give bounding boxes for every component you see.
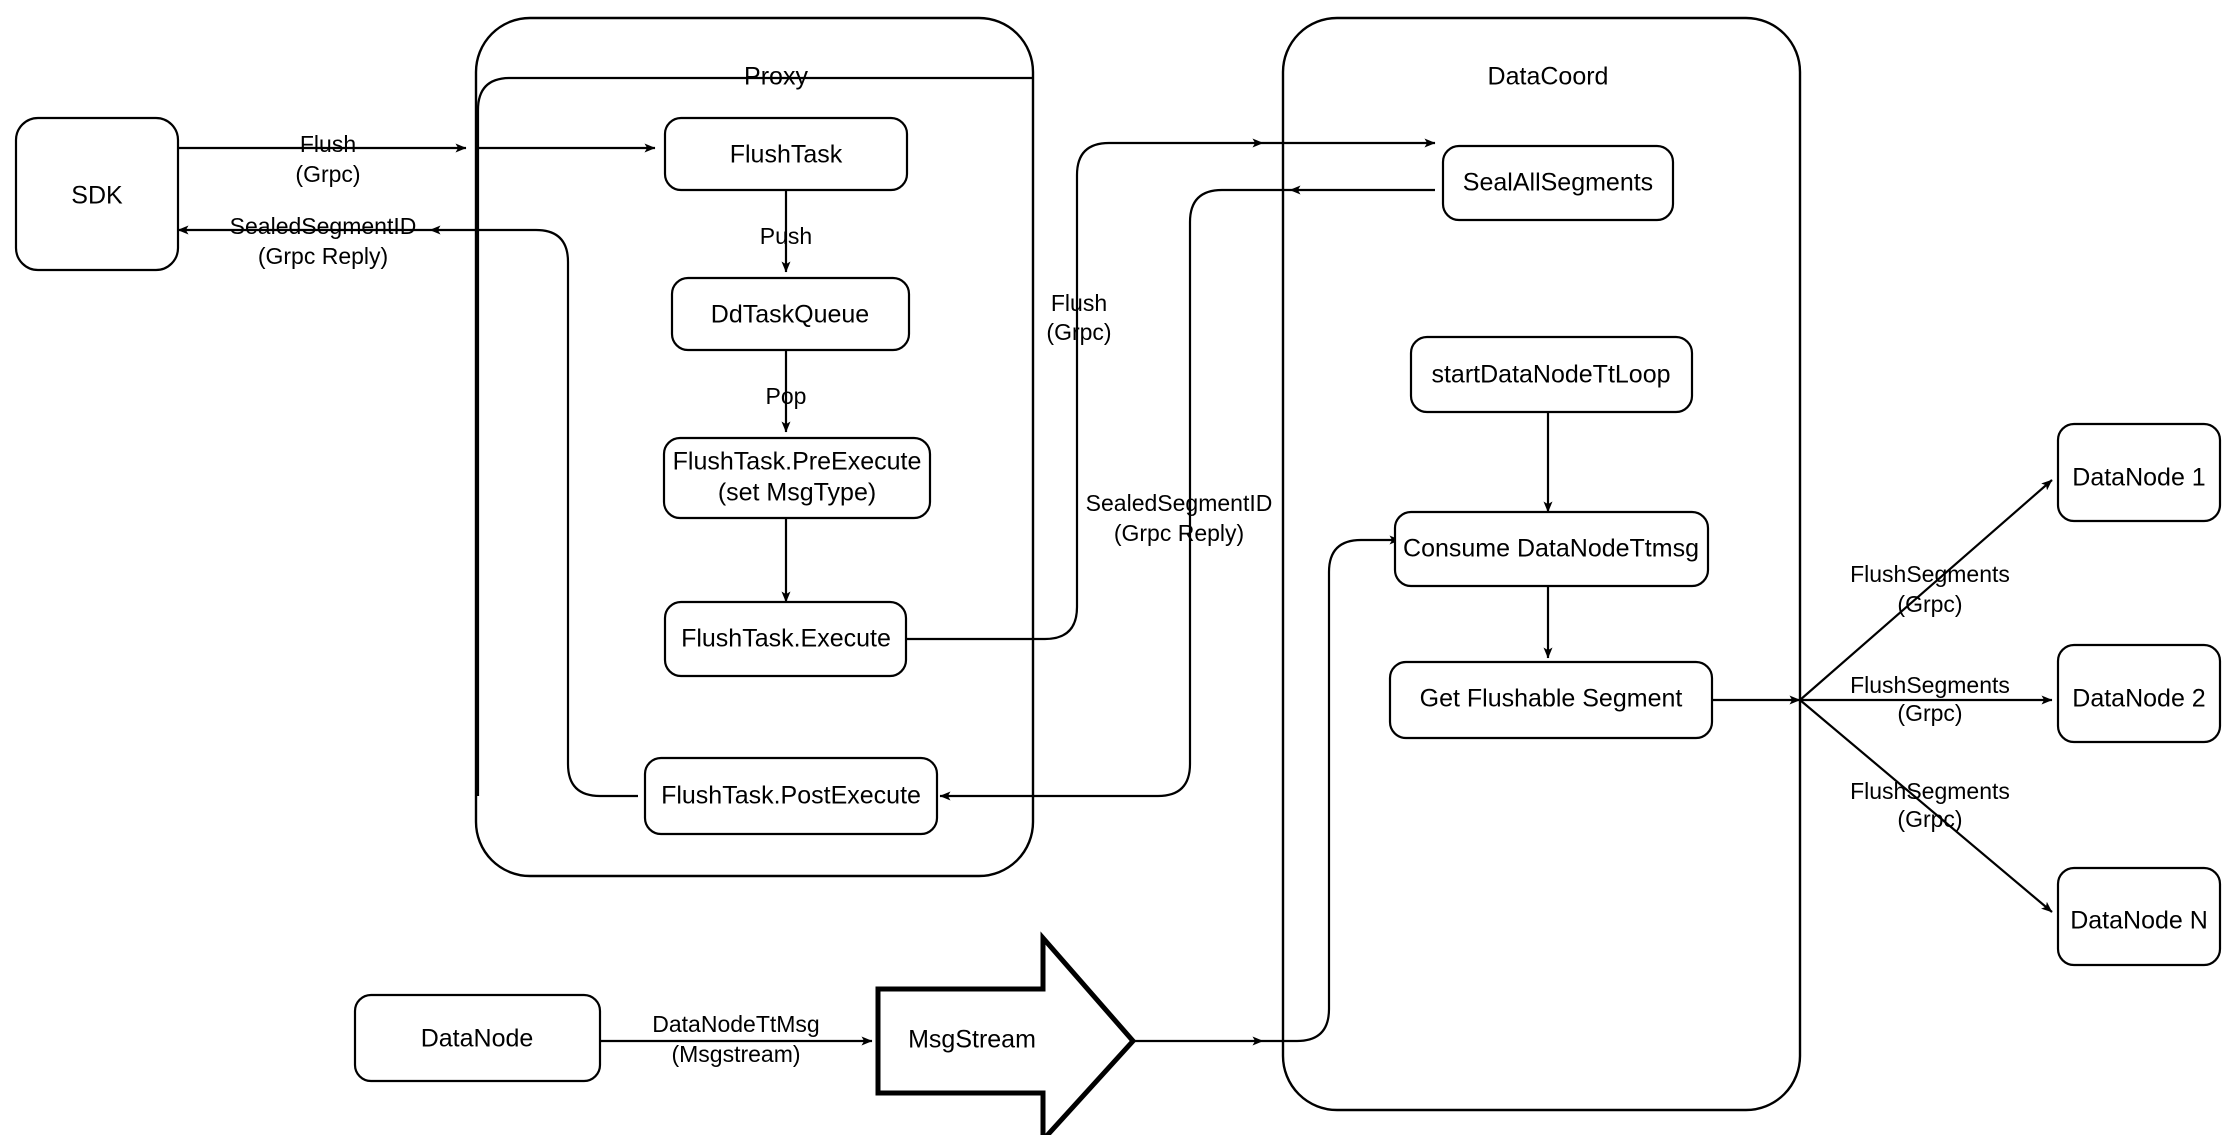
datanode-bottom-box[interactable] <box>353 993 602 1083</box>
flush-task-label: FlushTask <box>730 141 843 169</box>
msgstream-label: MsgStream <box>908 1026 1036 1054</box>
datanode-n-label: DataNode N <box>2070 907 2208 935</box>
get-flushable-segment-box[interactable] <box>1388 660 1714 740</box>
dd-task-queue-box[interactable] <box>670 276 911 352</box>
node-dd-task-queue[interactable]: DdTaskQueue <box>670 276 911 352</box>
flush-segments-n-line2: (Grpc) <box>1897 806 1962 832</box>
flush-segments-n-line1: FlushSegments <box>1850 778 2010 804</box>
flush-task-postexecute-label: FlushTask.PostExecute <box>661 782 921 810</box>
flush-task-preexecute-label-line1: FlushTask.PreExecute <box>673 448 922 476</box>
node-flush-task[interactable]: FlushTask <box>663 116 909 192</box>
consume-datanode-ttmsg-box[interactable] <box>1393 510 1710 588</box>
edge-fanout-to-datanode-n <box>1799 699 2053 913</box>
datacoord-proxy-reply-line1: SealedSegmentID <box>1086 490 1273 516</box>
sdk-box[interactable] <box>14 116 180 272</box>
edge-postexecute-to-sdk <box>429 225 638 798</box>
edge-label-flush-segments-n: FlushSegments (Grpc) <box>1850 778 2010 832</box>
flush-segments-1-line1: FlushSegments <box>1850 561 2010 587</box>
flush-segments-2-line1: FlushSegments <box>1850 672 2010 698</box>
sealed-segment-id-line2: (Grpc Reply) <box>258 243 388 269</box>
flush-grpc-line2: (Grpc) <box>295 161 360 187</box>
node-start-datanode-tt-loop[interactable]: startDataNodeTtLoop <box>1409 335 1694 414</box>
node-seal-all-segments[interactable]: SealAllSegments <box>1441 144 1675 222</box>
flush-task-postexecute-box[interactable] <box>643 756 939 836</box>
datanode-ttmsg-line2: (Msgstream) <box>671 1041 800 1067</box>
node-flush-task-preexecute[interactable]: FlushTask.PreExecute (set MsgType) <box>662 436 932 520</box>
datanode-1-label: DataNode 1 <box>2072 464 2205 492</box>
flush-segments-1-line2: (Grpc) <box>1897 591 1962 617</box>
proxy-container-label: Proxy <box>744 63 808 91</box>
sealed-segment-id-line1: SealedSegmentID <box>230 213 417 239</box>
edge-proxy-left-rail <box>476 76 1033 796</box>
seal-all-segments-label: SealAllSegments <box>1463 169 1653 197</box>
edge-label-push: Push <box>760 223 812 249</box>
edge-label-datacoord-to-proxy-reply: SealedSegmentID (Grpc Reply) <box>1086 490 1273 546</box>
flush-task-execute-label: FlushTask.Execute <box>681 625 891 653</box>
node-consume-datanode-ttmsg[interactable]: Consume DataNodeTtmsg <box>1393 510 1710 588</box>
get-flushable-segment-label: Get Flushable Segment <box>1420 685 1683 713</box>
edge-label-proxy-to-datacoord-flush: Flush (Grpc) <box>1046 290 1111 345</box>
node-msgstream[interactable]: MsgStream <box>875 931 1137 1135</box>
edge-label-pop: Pop <box>766 383 807 409</box>
edge-fanout-to-datanode-1 <box>1799 479 2053 701</box>
node-datanode-n[interactable]: DataNode N <box>2056 866 2222 967</box>
start-datanode-tt-loop-label: startDataNodeTtLoop <box>1431 361 1670 389</box>
dd-task-queue-label: DdTaskQueue <box>711 301 869 329</box>
node-sdk[interactable]: SDK <box>14 116 180 272</box>
edge-label-datanode-ttmsg: DataNodeTtMsg (Msgstream) <box>652 1011 819 1067</box>
node-get-flushable-segment[interactable]: Get Flushable Segment <box>1388 660 1714 740</box>
flush-task-execute-box[interactable] <box>663 600 908 678</box>
edge-label-sealed-segment-id-reply: SealedSegmentID (Grpc Reply) <box>230 213 417 269</box>
node-flush-task-postexecute[interactable]: FlushTask.PostExecute <box>643 756 939 836</box>
edge-label-flush-segments-2: FlushSegments (Grpc) <box>1850 672 2010 726</box>
datanode-2-box[interactable] <box>2056 643 2222 744</box>
proxy-datacoord-flush-line1: Flush <box>1051 290 1107 316</box>
datanode-1-box[interactable] <box>2056 422 2222 523</box>
datacoord-proxy-reply-line2: (Grpc Reply) <box>1114 520 1244 546</box>
datacoord-container-label: DataCoord <box>1488 63 1609 91</box>
flush-task-preexecute-label-line2: (set MsgType) <box>718 479 876 507</box>
flush-grpc-line1: Flush <box>300 131 356 157</box>
sdk-label: SDK <box>71 182 123 210</box>
proxy-datacoord-flush-line2: (Grpc) <box>1046 319 1111 345</box>
seal-all-segments-box[interactable] <box>1441 144 1675 222</box>
datanode-bottom-label: DataNode <box>421 1025 534 1053</box>
edge-label-flush-segments-1: FlushSegments (Grpc) <box>1850 561 2010 617</box>
edge-datacoord-reply-rail <box>1075 188 1290 798</box>
datanode-2-label: DataNode 2 <box>2072 685 2205 713</box>
consume-datanode-ttmsg-label: Consume DataNodeTtmsg <box>1403 535 1699 563</box>
flush-segments-2-line2: (Grpc) <box>1897 700 1962 726</box>
datanode-n-box[interactable] <box>2056 866 2222 967</box>
edge-execute-to-datacoord <box>906 138 1264 641</box>
start-datanode-tt-loop-box[interactable] <box>1409 335 1694 414</box>
edge-label-flush-grpc: Flush (Grpc) <box>295 131 360 187</box>
flush-task-preexecute-box[interactable] <box>662 436 932 520</box>
datanode-ttmsg-line1: DataNodeTtMsg <box>652 1011 819 1037</box>
node-datanode-bottom[interactable]: DataNode <box>353 993 602 1083</box>
flush-task-box[interactable] <box>663 116 909 192</box>
node-datanode-2[interactable]: DataNode 2 <box>2056 643 2222 744</box>
node-flush-task-execute[interactable]: FlushTask.Execute <box>663 600 908 678</box>
node-datanode-1[interactable]: DataNode 1 <box>2056 422 2222 523</box>
edge-datacoord-ttmsg-rail <box>1263 535 1401 1043</box>
msgstream-arrow-shape[interactable] <box>875 931 1137 1135</box>
